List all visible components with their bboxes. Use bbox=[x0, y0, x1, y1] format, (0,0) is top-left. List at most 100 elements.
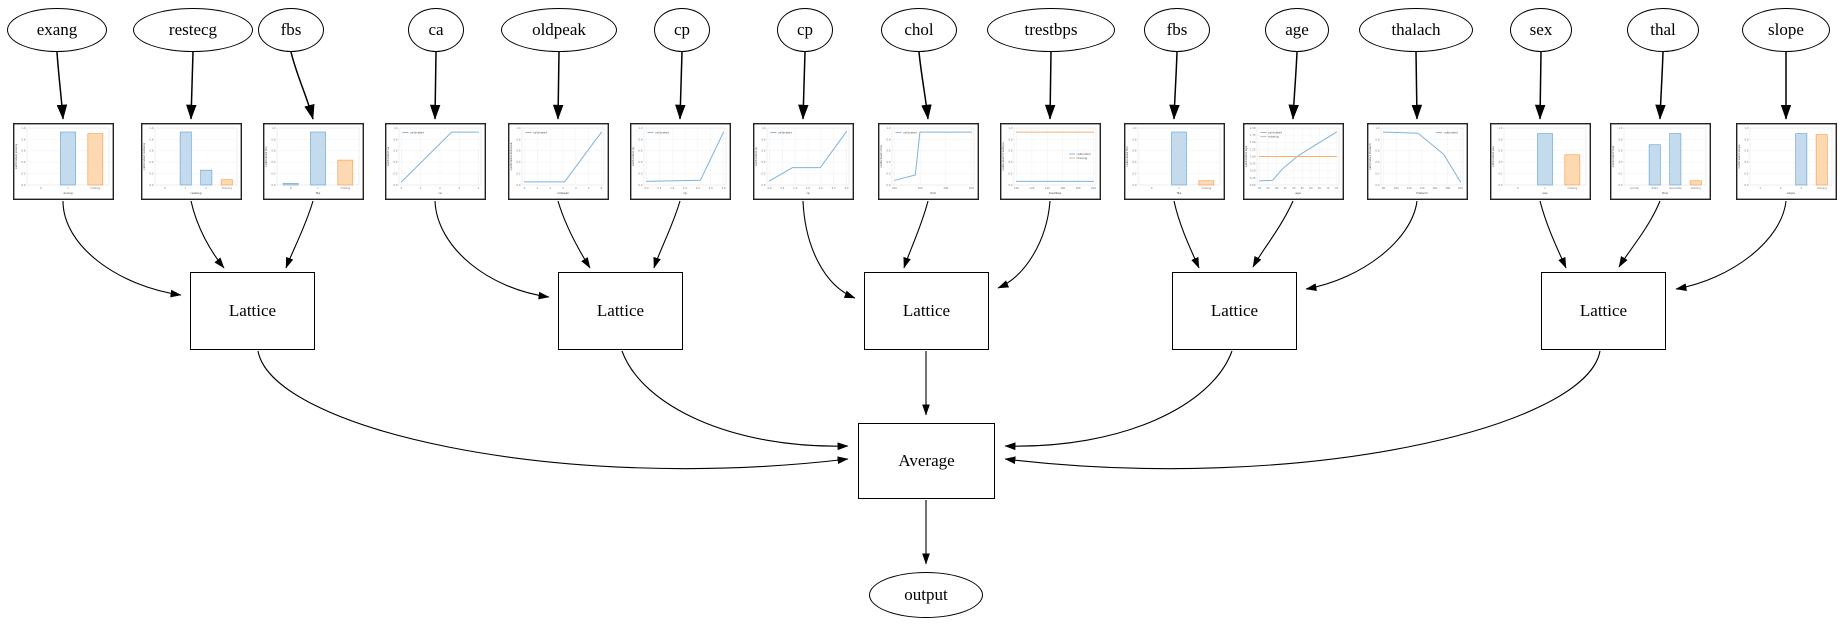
svg-text:1.0: 1.0 bbox=[21, 126, 25, 130]
svg-text:200: 200 bbox=[892, 186, 897, 190]
svg-text:0.0: 0.0 bbox=[149, 183, 153, 187]
svg-text:45: 45 bbox=[1284, 186, 1288, 190]
svg-text:missing: missing bbox=[1817, 186, 1827, 190]
svg-text:calibrated fbs: calibrated fbs bbox=[1125, 146, 1129, 167]
svg-text:missing: missing bbox=[340, 186, 350, 190]
svg-text:calibrated: calibrated bbox=[655, 130, 669, 134]
svg-text:slope: slope bbox=[1787, 191, 1795, 195]
lattice-label: Lattice bbox=[596, 301, 645, 320]
svg-text:trestbps: trestbps bbox=[1049, 191, 1062, 195]
svg-text:0.6: 0.6 bbox=[638, 149, 642, 153]
svg-text:2: 2 bbox=[1780, 186, 1782, 190]
svg-text:0.6: 0.6 bbox=[886, 149, 890, 153]
svg-text:0.0: 0.0 bbox=[761, 183, 765, 187]
svg-text:0.8: 0.8 bbox=[149, 137, 153, 141]
svg-text:0.2: 0.2 bbox=[638, 172, 642, 176]
feature-node-cp: cp bbox=[654, 8, 710, 52]
svg-text:0.0: 0.0 bbox=[638, 183, 642, 187]
svg-text:0.8: 0.8 bbox=[1132, 137, 1136, 141]
svg-text:2: 2 bbox=[205, 186, 207, 190]
svg-text:75: 75 bbox=[1335, 186, 1339, 190]
svg-text:0.0: 0.0 bbox=[1618, 183, 1622, 187]
feature-label: exang bbox=[36, 20, 78, 39]
svg-text:0: 0 bbox=[40, 186, 42, 190]
svg-text:0: 0 bbox=[164, 186, 166, 190]
feature-label: thalach bbox=[1391, 20, 1441, 39]
svg-text:missing: missing bbox=[1691, 186, 1701, 190]
svg-text:0.4: 0.4 bbox=[149, 160, 153, 164]
svg-text:0.4: 0.4 bbox=[393, 160, 397, 164]
svg-text:0.75: 0.75 bbox=[1250, 162, 1256, 166]
svg-text:calibrated: calibrated bbox=[778, 130, 792, 134]
svg-text:calibrated thal: calibrated thal bbox=[1611, 145, 1615, 167]
svg-text:0.0: 0.0 bbox=[1744, 183, 1748, 187]
svg-text:chol: chol bbox=[930, 191, 936, 195]
svg-text:0.5: 0.5 bbox=[657, 186, 661, 190]
svg-text:5: 5 bbox=[588, 186, 590, 190]
svg-text:0.6: 0.6 bbox=[1375, 149, 1379, 153]
svg-text:calibrated exang: calibrated exang bbox=[14, 144, 18, 169]
feature-label: ca bbox=[428, 20, 444, 39]
svg-text:1: 1 bbox=[1759, 186, 1761, 190]
svg-text:120: 120 bbox=[1029, 186, 1034, 190]
svg-text:0.6: 0.6 bbox=[1132, 149, 1136, 153]
svg-text:2: 2 bbox=[439, 186, 441, 190]
svg-text:calibrated ca: calibrated ca bbox=[386, 147, 390, 167]
svg-text:200: 200 bbox=[1091, 186, 1096, 190]
svg-text:calibrated cp: calibrated cp bbox=[754, 147, 758, 167]
svg-text:0.8: 0.8 bbox=[393, 137, 397, 141]
svg-text:120: 120 bbox=[1407, 186, 1412, 190]
svg-text:0.6: 0.6 bbox=[393, 149, 397, 153]
svg-text:0.2: 0.2 bbox=[1744, 172, 1748, 176]
svg-text:missing: missing bbox=[1567, 186, 1577, 190]
svg-text:160: 160 bbox=[1432, 186, 1437, 190]
svg-text:0.4: 0.4 bbox=[271, 160, 275, 164]
svg-text:0.8: 0.8 bbox=[21, 137, 25, 141]
svg-text:calibrated: calibrated bbox=[1444, 130, 1458, 134]
svg-text:0.6: 0.6 bbox=[149, 149, 153, 153]
svg-text:0.0: 0.0 bbox=[644, 186, 648, 190]
svg-text:3: 3 bbox=[458, 186, 460, 190]
svg-text:300: 300 bbox=[918, 186, 923, 190]
svg-text:3.0: 3.0 bbox=[721, 186, 725, 190]
svg-text:0.0: 0.0 bbox=[1132, 183, 1136, 187]
svg-text:0.0: 0.0 bbox=[516, 183, 520, 187]
feature-node-oldpeak: oldpeak bbox=[501, 8, 617, 52]
feature-label: oldpeak bbox=[532, 20, 586, 39]
svg-text:0.4: 0.4 bbox=[1618, 160, 1622, 164]
svg-text:2.5: 2.5 bbox=[832, 186, 836, 190]
svg-text:0.2: 0.2 bbox=[1375, 172, 1379, 176]
svg-text:2.00: 2.00 bbox=[1250, 126, 1256, 130]
svg-text:1.0: 1.0 bbox=[1618, 126, 1622, 130]
svg-text:4: 4 bbox=[478, 186, 480, 190]
svg-text:0.5: 0.5 bbox=[780, 186, 784, 190]
lattice-node-5: Lattice bbox=[1541, 272, 1666, 350]
feature-node-thalach: thalach bbox=[1359, 8, 1473, 52]
svg-text:restecg: restecg bbox=[190, 191, 201, 195]
svg-text:reversible: reversible bbox=[1669, 186, 1682, 190]
svg-text:1.0: 1.0 bbox=[1744, 126, 1748, 130]
svg-text:1.0: 1.0 bbox=[1008, 126, 1012, 130]
svg-text:0.4: 0.4 bbox=[1008, 160, 1012, 164]
svg-text:50: 50 bbox=[1292, 186, 1296, 190]
svg-text:1.0: 1.0 bbox=[1498, 126, 1502, 130]
svg-text:2.0: 2.0 bbox=[696, 186, 700, 190]
svg-text:0.4: 0.4 bbox=[886, 160, 890, 164]
svg-text:0.0: 0.0 bbox=[1498, 183, 1502, 187]
svg-text:missing: missing bbox=[90, 186, 100, 190]
svg-text:calibrated restecg: calibrated restecg bbox=[142, 143, 146, 170]
svg-text:1: 1 bbox=[1544, 186, 1546, 190]
svg-text:1: 1 bbox=[1178, 186, 1180, 190]
feature-label: age bbox=[1285, 20, 1309, 39]
svg-text:60: 60 bbox=[1309, 186, 1313, 190]
svg-text:1.0: 1.0 bbox=[638, 126, 642, 130]
svg-text:1.50: 1.50 bbox=[1250, 140, 1256, 144]
svg-text:0.6: 0.6 bbox=[1744, 149, 1748, 153]
svg-text:0.6: 0.6 bbox=[271, 149, 275, 153]
feature-node-slope: slope bbox=[1742, 8, 1830, 52]
svg-text:1.0: 1.0 bbox=[793, 186, 797, 190]
